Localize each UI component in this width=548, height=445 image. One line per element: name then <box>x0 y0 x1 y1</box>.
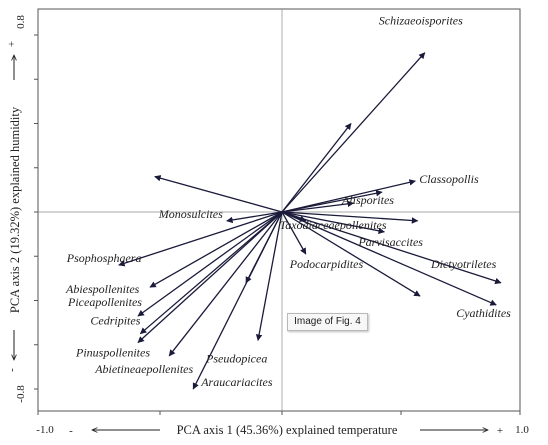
x-axis-minus-sign: - <box>69 425 73 437</box>
vector-arrow-psophosphaera <box>118 211 283 267</box>
figure-tooltip: Image of Fig. 4 <box>287 313 368 331</box>
vector-arrow-unlabeled <box>281 200 355 213</box>
y-axis-title: PCA axis 2 (19.32%) explained humidity <box>8 106 22 313</box>
x-axis-title: PCA axis 1 (45.36%) explained temperatur… <box>177 423 398 437</box>
vector-arrow-unlabeled <box>281 122 352 213</box>
x-tick-label-right: 1.0 <box>515 424 529 436</box>
vector-arrow-unlabeled <box>281 211 307 222</box>
frame-ticks <box>34 34 521 415</box>
vector-label-cyathidites: Cyathidites <box>456 306 511 320</box>
vector-label-alisporites: Alisporites <box>341 193 394 207</box>
vector-label-schizaeoisporites: Schizaeoisporites <box>379 14 463 28</box>
vector-label-parvisaccites: Parvisaccites <box>357 235 423 249</box>
vector-label-cedripites: Cedripites <box>90 314 140 328</box>
vector-arrow-unlabeled <box>245 211 283 284</box>
vector-arrow-piceapollenites <box>137 211 283 317</box>
y-tick-label-bottom: -0.8 <box>15 385 27 403</box>
vector-arrow-monosulcites <box>154 175 283 213</box>
vector-label-abietineaepollenites: Abietineaepollenites <box>94 362 193 376</box>
vector-label-piceapollenites: Piceapollenites <box>67 295 142 309</box>
vector-arrow-abiespollenites <box>149 211 283 288</box>
vector-arrow-schizaeoisporites <box>281 52 426 213</box>
vector-arrow-parvisaccites <box>281 211 385 234</box>
x-axis-plus-sign: + <box>497 425 503 437</box>
vector-label-taxodiaceaepollenites: Taxodiaceaepollenites <box>280 218 387 232</box>
vector-arrow-podocarpidites <box>281 211 307 255</box>
vector-arrow-unlabeled <box>281 211 421 297</box>
plot-frame <box>37 8 521 412</box>
vector-arrow-pinuspollenites <box>137 211 283 344</box>
vector-arrow-alisporites <box>281 190 383 213</box>
y-axis-minus-sign: - <box>6 368 18 372</box>
vector-label-araucariacites: Araucariacites <box>200 375 273 389</box>
loading-vectors <box>118 52 502 390</box>
vector-arrow-abietineaepollenites <box>168 211 283 357</box>
vector-arrow-monosulcites <box>226 211 283 224</box>
vector-arrow-classopollis <box>281 179 416 213</box>
vector-label-monosulcites: Monosulcites <box>158 207 223 221</box>
vector-label-pseudopicea: Pseudopicea <box>205 351 267 365</box>
vector-arrow-cyathidites <box>281 211 497 306</box>
vector-arrow-dictyotriletes <box>281 211 502 285</box>
vector-label-classopollis: Classopollis <box>419 172 479 186</box>
vector-label-podocarpidites: Podocarpidites <box>289 257 364 271</box>
loading-labels: SchizaeoisporitesClassopollisAlisporites… <box>65 14 511 389</box>
vector-arrow-taxodiaceaepollenites <box>281 211 419 224</box>
vector-label-abiespollenites: Abiespollenites <box>65 282 140 296</box>
vector-arrow-cedripites <box>139 211 283 335</box>
y-tick-label-top: 0.8 <box>15 15 27 29</box>
vector-label-psophosphaera: Psophosphaera <box>66 251 142 265</box>
vector-label-pinuspollenites: Pinuspollenites <box>75 346 150 360</box>
x-tick-label-left: -1.0 <box>36 424 54 436</box>
vector-label-dictyotriletes: Dictyotriletes <box>430 257 497 271</box>
vector-arrow-pseudopicea <box>255 211 283 341</box>
y-axis-plus-sign: + <box>6 41 18 47</box>
